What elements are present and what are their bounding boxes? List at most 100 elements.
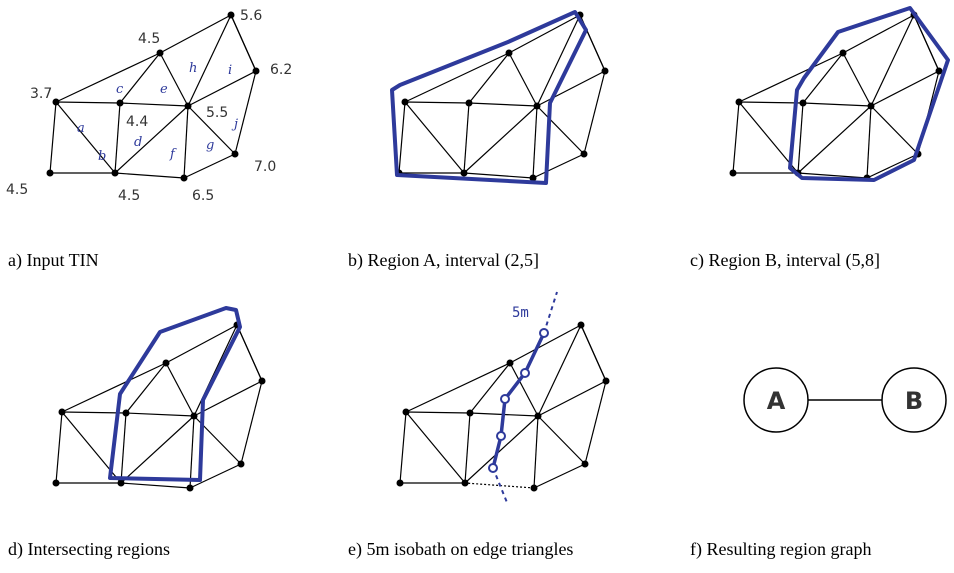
tin-vertex bbox=[258, 377, 266, 385]
triangle-label: c bbox=[116, 82, 124, 97]
tin-edge bbox=[125, 412, 195, 417]
isobath-point bbox=[496, 431, 506, 441]
tin-edge bbox=[802, 52, 844, 104]
tin-edge bbox=[508, 52, 538, 107]
tin-edge bbox=[463, 172, 534, 179]
tin-edge bbox=[236, 324, 263, 382]
tin-vertex bbox=[460, 169, 468, 177]
tin-edge bbox=[120, 482, 191, 489]
tin-edge bbox=[55, 101, 116, 174]
tin-d bbox=[52, 321, 266, 492]
tin-edge bbox=[114, 102, 121, 174]
tin-edge bbox=[114, 105, 189, 174]
tin-edge bbox=[866, 105, 872, 179]
tin-edge bbox=[536, 14, 581, 107]
tin-edge bbox=[532, 153, 585, 179]
graph-node-a bbox=[743, 367, 809, 433]
caption-d: d) Intersecting regions bbox=[8, 539, 170, 560]
triangle-label: b bbox=[98, 149, 106, 164]
tin-edge bbox=[842, 14, 915, 54]
caption-c: c) Region B, interval (5,8] bbox=[690, 250, 880, 271]
caption-b: b) Region A, interval (2,5] bbox=[348, 250, 539, 271]
tin-edge bbox=[509, 324, 582, 364]
tin-vertex bbox=[533, 102, 541, 110]
tin-vertex bbox=[534, 412, 542, 420]
tin-edge bbox=[405, 411, 466, 484]
tin-vertex bbox=[117, 479, 125, 487]
tin-edge bbox=[537, 324, 582, 417]
tin-edge bbox=[193, 380, 263, 417]
tin-edge bbox=[469, 362, 511, 414]
tin-edge bbox=[114, 172, 185, 179]
tin-edge bbox=[464, 412, 471, 484]
region-b-outline bbox=[788, 6, 950, 182]
tin-edge bbox=[738, 101, 804, 104]
tin-vertex bbox=[461, 479, 469, 487]
tin-vertex bbox=[162, 359, 170, 367]
tin-edge bbox=[61, 411, 127, 414]
tin-vertex bbox=[116, 99, 124, 107]
tin-edge bbox=[187, 14, 232, 107]
tin-edge bbox=[537, 415, 586, 465]
tin-edge bbox=[405, 362, 511, 413]
tin-vertex bbox=[799, 99, 807, 107]
tin-edge bbox=[159, 14, 232, 54]
tin-edge bbox=[536, 70, 606, 107]
isobath-point bbox=[520, 368, 530, 378]
value-label: 4.4 bbox=[126, 114, 148, 130]
triangle-label: i bbox=[228, 63, 232, 78]
tin-edge bbox=[183, 105, 189, 179]
value-label: 3.7 bbox=[30, 86, 52, 102]
tin-edge bbox=[404, 101, 470, 104]
tin-a bbox=[46, 11, 260, 182]
tin-edge bbox=[183, 153, 236, 179]
tin-edge bbox=[49, 101, 57, 174]
tin-edge bbox=[120, 415, 195, 484]
tin-vertex bbox=[577, 321, 585, 329]
tin-vertex bbox=[529, 174, 537, 182]
tin-edge bbox=[464, 482, 535, 489]
tin-edge bbox=[61, 362, 167, 413]
tin-vertex bbox=[252, 67, 260, 75]
caption-e: e) 5m isobath on edge triangles bbox=[348, 539, 573, 560]
tin-vertex bbox=[580, 150, 588, 158]
value-label: 4.5 bbox=[118, 188, 140, 204]
tin-edge bbox=[508, 14, 581, 54]
isobath-dash-top bbox=[543, 291, 558, 334]
tin-edge bbox=[187, 105, 236, 155]
isobath-label: 5m bbox=[512, 305, 529, 321]
triangle-label: h bbox=[189, 61, 197, 76]
tin-edge bbox=[230, 14, 257, 72]
tin-vertex bbox=[729, 169, 737, 177]
tin-edge bbox=[120, 412, 127, 484]
tin-vertex bbox=[186, 484, 194, 492]
tin-edge bbox=[463, 105, 538, 174]
tin-edge bbox=[913, 14, 940, 72]
tin-edge bbox=[187, 70, 257, 107]
tin-b bbox=[395, 11, 609, 182]
tin-edge bbox=[404, 101, 465, 174]
tin-edge bbox=[584, 380, 607, 465]
isobath-point bbox=[539, 328, 549, 338]
tin-edge bbox=[189, 463, 242, 489]
tin-vertex bbox=[506, 359, 514, 367]
tin-edge bbox=[398, 101, 406, 174]
tin-edge bbox=[189, 415, 195, 489]
tin-vertex bbox=[122, 409, 130, 417]
isobath-point bbox=[500, 394, 510, 404]
tin-vertex bbox=[401, 98, 409, 106]
tin-vertex bbox=[466, 409, 474, 417]
tin-edge bbox=[580, 324, 607, 382]
tin-vertex bbox=[237, 460, 245, 468]
value-label: 4.5 bbox=[6, 182, 28, 198]
value-label: 4.5 bbox=[138, 31, 160, 47]
intersecting-region-outline bbox=[108, 306, 242, 482]
tin-vertex bbox=[465, 99, 473, 107]
tin-vertex bbox=[867, 102, 875, 110]
tin-edge bbox=[536, 105, 585, 155]
tin-vertex bbox=[602, 377, 610, 385]
tin-vertex bbox=[505, 49, 513, 57]
tin-edge bbox=[125, 362, 167, 414]
tin-edge bbox=[234, 70, 257, 155]
tin-vertex bbox=[111, 169, 119, 177]
